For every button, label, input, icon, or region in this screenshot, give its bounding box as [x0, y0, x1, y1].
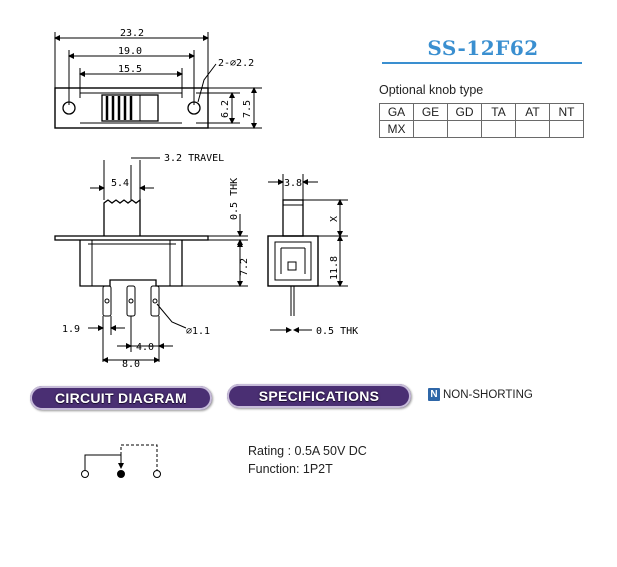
dim-knob-height: X — [329, 216, 340, 222]
dim-frame-height: 6.2 — [220, 100, 231, 118]
dim-pin-thickness: 1.9 — [62, 324, 80, 335]
dim-overall-length: 23.2 — [120, 28, 144, 39]
knob-cell — [481, 120, 516, 138]
dim-side-height: 11.8 — [329, 256, 340, 280]
dim-terminal-pitch: 4.0 — [136, 342, 154, 353]
knob-cell — [413, 120, 448, 138]
knob-type-caption: Optional knob type — [379, 83, 484, 97]
dim-pin-thk: 0.5 THK — [316, 326, 358, 337]
knob-row-1: GA GE GD TA AT NT — [379, 103, 584, 121]
title-underline — [382, 62, 582, 64]
knob-type-table: GA GE GD TA AT NT MX — [379, 103, 584, 138]
dim-terminal-span: 8.0 — [122, 359, 140, 370]
circuit-diagram-banner: CIRCUIT DIAGRAM — [30, 386, 212, 410]
contact-type-label: NON-SHORTING — [443, 388, 533, 401]
knob-cell: NT — [549, 103, 584, 121]
side-view — [267, 174, 348, 333]
knob-cell: GA — [379, 103, 414, 121]
non-shorting-icon: N — [428, 388, 440, 401]
top-view-labels: 23.2 19.0 15.5 2-∅2.2 6.2 7.5 — [118, 28, 254, 118]
knob-cell — [515, 120, 550, 138]
dim-overall-height: 7.5 — [242, 100, 253, 118]
spec-function: Function: 1P2T — [248, 462, 333, 476]
dim-travel: 3.2 TRAVEL — [164, 153, 224, 164]
top-view — [54, 32, 262, 129]
knob-cell: GD — [447, 103, 482, 121]
dim-side-width: 3.8 — [284, 178, 302, 189]
front-view-labels: 3.2 TRAVEL 5.4 0.5 THK 7.2 1.9 ∅1.1 4.0 … — [62, 153, 250, 370]
contact-type: N NON-SHORTING — [428, 388, 533, 401]
knob-row-2: MX — [379, 120, 584, 138]
dim-knob-width: 5.4 — [111, 178, 129, 189]
knob-cell: TA — [481, 103, 516, 121]
knob-cell: GE — [413, 103, 448, 121]
part-number-title: SS-12F62 — [427, 36, 539, 60]
front-view — [54, 157, 248, 363]
side-view-labels: 3.8 X 11.8 0.5 THK — [284, 178, 358, 337]
dim-plate-thickness: 0.5 THK — [229, 178, 240, 220]
knob-cell — [549, 120, 584, 138]
dim-body-depth: 7.2 — [239, 258, 250, 276]
knob-cell — [447, 120, 482, 138]
spec-rating: Rating : 0.5A 50V DC — [248, 444, 367, 458]
circuit-diagram — [81, 444, 161, 478]
circuit-diagram-label: CIRCUIT DIAGRAM — [54, 390, 188, 406]
dim-body-length: 15.5 — [118, 64, 142, 75]
dim-holes: 2-∅2.2 — [218, 58, 254, 69]
dim-terminal-hole: ∅1.1 — [186, 326, 210, 337]
knob-cell: MX — [379, 120, 414, 138]
specifications-block: Rating : 0.5A 50V DC Function: 1P2T — [248, 442, 367, 478]
specifications-banner: SPECIFICATIONS — [227, 384, 411, 408]
dim-hole-pitch: 19.0 — [118, 46, 142, 57]
knob-cell: AT — [515, 103, 550, 121]
specifications-label: SPECIFICATIONS — [258, 388, 380, 404]
